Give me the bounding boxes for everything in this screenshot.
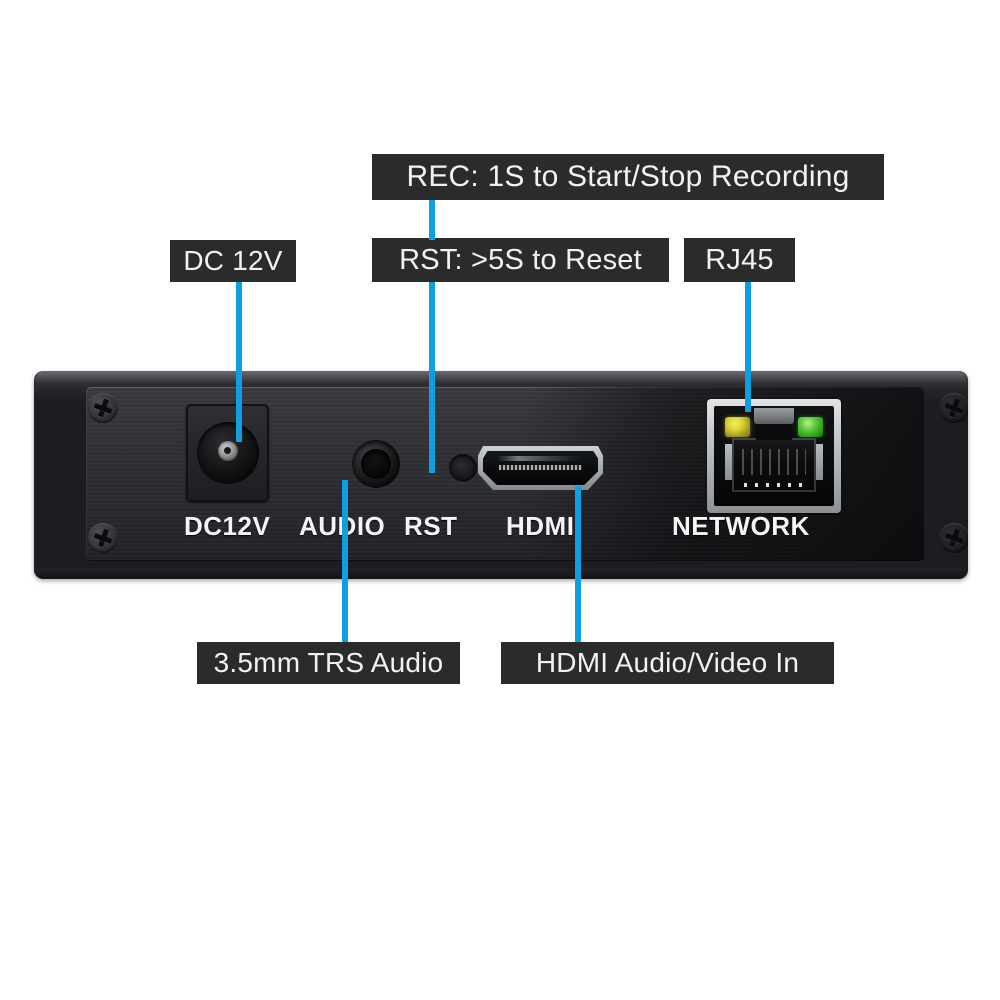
rj45-inner-body	[714, 406, 834, 506]
callout-dc12v-label: DC 12V	[170, 240, 296, 282]
screw-top-left	[88, 393, 118, 423]
rj45-contact-fingers	[742, 448, 806, 475]
callout-rj45-label: RJ45	[684, 238, 795, 282]
leader-line-rj45	[745, 282, 751, 412]
rj45-contact-tips	[743, 483, 805, 487]
leader-line-dc12v	[236, 282, 242, 442]
rj45-side-tab-left	[725, 444, 733, 480]
rj45-network-port[interactable]	[707, 399, 841, 513]
dc-jack-barrel	[196, 422, 259, 484]
dc12v-power-jack[interactable]	[186, 404, 269, 502]
silkscreen-label-dc12v: DC12V	[184, 511, 271, 541]
leader-line-trs-audio	[342, 480, 348, 642]
silkscreen-label-rst: RST	[404, 511, 458, 541]
callout-rec-label: REC: 1S to Start/Stop Recording	[372, 154, 884, 200]
dc-jack-center-pin	[224, 447, 231, 455]
device-rear-panel: DC12V AUDIO RST HDMI NETWORK	[34, 371, 968, 579]
leader-line-hdmi	[575, 486, 581, 642]
leader-line-rec	[429, 200, 435, 240]
leader-line-rst	[429, 282, 435, 473]
screw-bottom-left	[88, 523, 118, 553]
rj45-key-slot	[756, 424, 792, 440]
hdmi-cavity	[483, 451, 598, 485]
chassis-bottom-bevel	[36, 569, 966, 579]
audio-trs-jack[interactable]	[352, 440, 400, 488]
silkscreen-label-network: NETWORK	[672, 511, 810, 541]
callout-trs-audio-label: 3.5mm TRS Audio	[197, 642, 460, 684]
link-led	[725, 417, 750, 437]
screw-top-right	[939, 393, 968, 423]
activity-led	[798, 417, 823, 437]
hdmi-pin-row	[499, 465, 582, 471]
silkscreen-label-hdmi: HDMI	[506, 511, 575, 541]
silkscreen-label-audio: AUDIO	[299, 511, 385, 542]
reset-button[interactable]	[449, 454, 477, 482]
rj45-side-tab-right	[815, 444, 823, 480]
chassis-top-bevel	[36, 371, 966, 384]
audio-jack-hole	[361, 449, 391, 479]
screw-bottom-right	[939, 523, 968, 553]
dc-jack-center-ring	[217, 440, 238, 461]
hdmi-input-port[interactable]	[478, 446, 603, 490]
hdmi-top-sheen	[496, 456, 582, 462]
rj45-latch-notch	[754, 408, 794, 424]
callout-rst-label: RST: >5S to Reset	[372, 238, 669, 282]
callout-hdmi-input-label: HDMI Audio/Video In	[501, 642, 834, 684]
rj45-throat	[732, 424, 816, 492]
